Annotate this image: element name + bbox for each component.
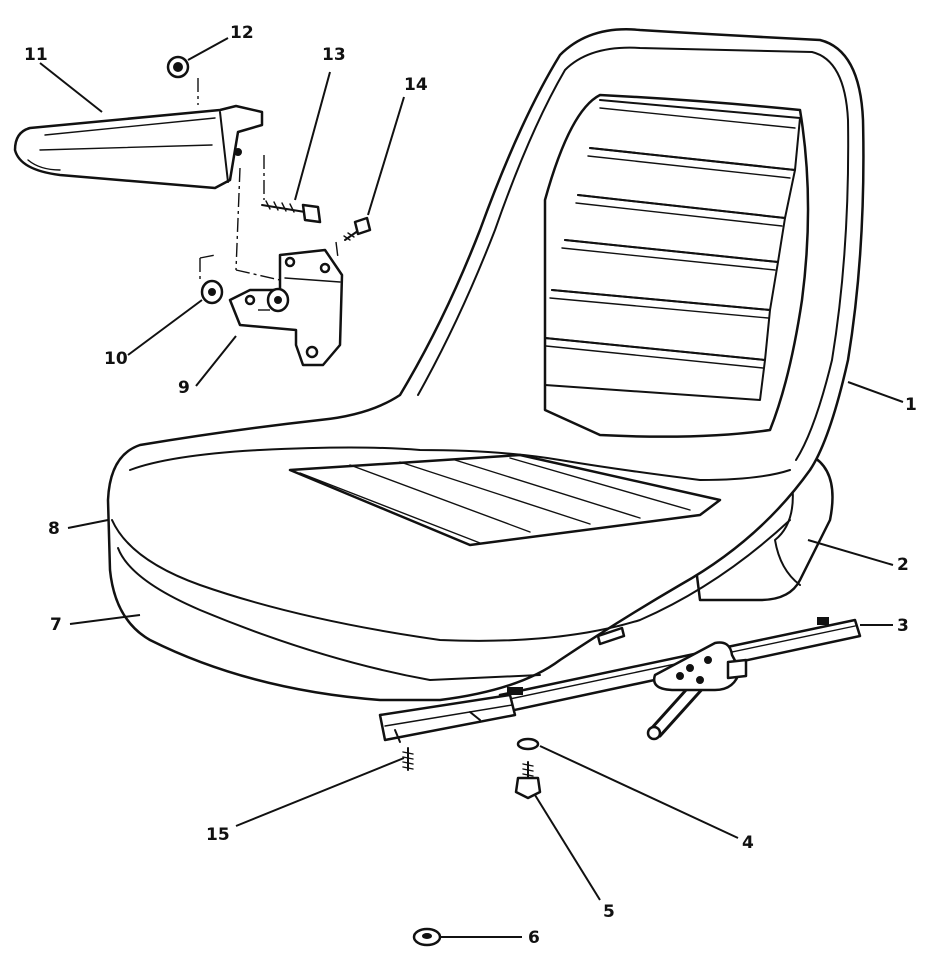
- leader-1: [847, 381, 904, 403]
- lock-washer: [516, 737, 540, 751]
- callout-3: 3: [897, 616, 909, 636]
- leader-9: [195, 335, 237, 387]
- callout-2: 2: [897, 555, 909, 575]
- seat-pedestal: [688, 453, 834, 602]
- leader-12: [187, 37, 229, 61]
- flat-washer-nut: [412, 927, 442, 947]
- mount-screw: [343, 216, 372, 241]
- callout-10: 10: [104, 349, 128, 369]
- leader-2: [807, 539, 894, 566]
- callout-labels: 1 2 3 4 5 6 7 8 9 10 11 12 13 14 15: [24, 23, 917, 948]
- leader-15: [235, 757, 405, 827]
- callout-14: 14: [404, 75, 428, 95]
- leader-8: [67, 519, 109, 529]
- leader-10: [127, 299, 203, 356]
- callout-5: 5: [603, 902, 615, 922]
- callout-8: 8: [48, 519, 60, 539]
- leader-5: [534, 794, 601, 901]
- callout-12: 12: [230, 23, 254, 43]
- rail-stud: [402, 747, 414, 771]
- bushing: [200, 279, 290, 313]
- callout-4: 4: [742, 833, 754, 853]
- seat-shell: [106, 28, 865, 702]
- armrest-nut: [166, 55, 190, 79]
- callout-7: 7: [50, 615, 62, 635]
- leader-13: [294, 71, 331, 201]
- callout-13: 13: [322, 45, 346, 65]
- callout-15: 15: [206, 825, 230, 845]
- leader-11: [39, 62, 103, 113]
- callout-6: 6: [528, 928, 540, 948]
- leader-4: [539, 745, 739, 839]
- callout-1: 1: [905, 395, 917, 415]
- armrest: [13, 104, 264, 190]
- leader-14: [367, 96, 405, 216]
- callout-11: 11: [24, 45, 48, 65]
- hex-bolt: [514, 761, 542, 800]
- leader-lines: [39, 37, 904, 938]
- callout-9: 9: [178, 378, 190, 398]
- leader-7: [69, 614, 141, 625]
- slide-rail-rear: [378, 693, 517, 743]
- assembly-alignment-lines: [197, 78, 339, 311]
- pivot-bolt: [261, 200, 322, 224]
